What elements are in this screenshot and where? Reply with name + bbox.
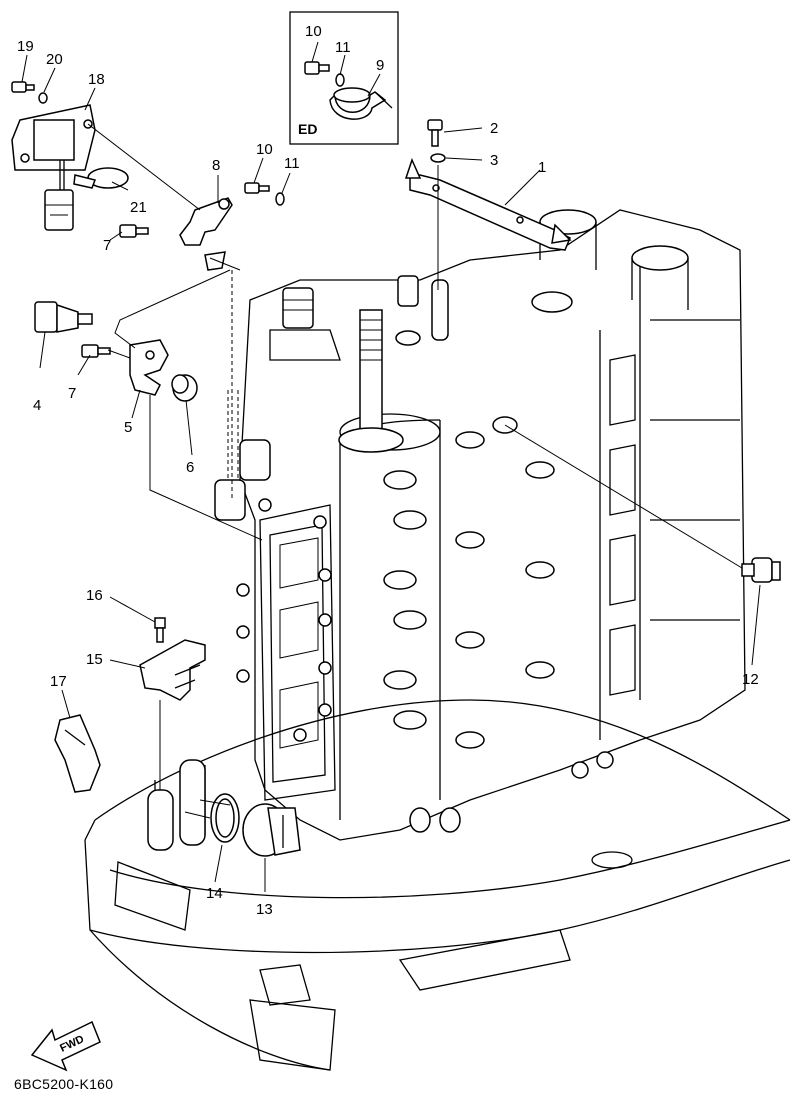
callout-21: 21 [130, 199, 147, 216]
connector-part-13 [242, 803, 301, 857]
oring-part-14 [210, 793, 240, 843]
leader-lines [21, 41, 761, 892]
callout-12: 12 [742, 671, 759, 688]
sensor-part-4 [34, 301, 93, 333]
fwd-arrow-icon: FWD [30, 1020, 101, 1072]
callout-13: 13 [256, 901, 273, 918]
callout-10-mid: 10 [256, 141, 273, 158]
callout-6: 6 [186, 459, 194, 476]
clip-part-17 [54, 714, 101, 793]
washer-part-3 [430, 153, 446, 163]
lower-cowling [84, 699, 791, 1071]
callout-7-upper: 7 [103, 237, 111, 254]
sensor-part-12 [741, 557, 781, 583]
callout-7-lower: 7 [68, 385, 76, 402]
callout-2: 2 [490, 120, 498, 137]
bolt-part-19 [11, 81, 35, 93]
bolt-part-7-lower [81, 344, 111, 358]
clamp-icon [329, 87, 393, 120]
callout-18: 18 [88, 71, 105, 88]
inset-box-label: ED [298, 121, 317, 137]
bolt-icon [304, 61, 330, 75]
drawing-code: 6BC5200-K160 [14, 1076, 114, 1092]
washer-part-20 [38, 92, 48, 104]
strap-part-21 [73, 167, 129, 189]
callout-15: 15 [86, 651, 103, 668]
callout-11-box: 11 [335, 39, 351, 56]
bracket-part-5 [129, 339, 169, 396]
callout-1: 1 [538, 159, 546, 176]
washer-icon [335, 73, 345, 87]
callout-8: 8 [212, 157, 220, 174]
callout-11-mid: 11 [284, 155, 300, 172]
engine-block [214, 209, 746, 841]
callout-14: 14 [206, 885, 223, 902]
callout-10-box: 10 [305, 23, 322, 40]
callout-17: 17 [50, 673, 67, 690]
bolt-part-10 [244, 182, 270, 194]
bracket-part-8 [179, 197, 233, 271]
washer-part-11 [275, 192, 285, 206]
bolt-part-7-upper [119, 224, 149, 238]
callout-20: 20 [46, 51, 63, 68]
callout-4: 4 [33, 397, 41, 414]
inset-box-ed: ED [289, 11, 399, 145]
callout-3: 3 [490, 152, 498, 169]
callout-9: 9 [376, 57, 384, 74]
callout-19: 19 [17, 38, 34, 55]
bolt-part-2 [427, 119, 443, 147]
grommet-part-6 [171, 374, 198, 402]
bracket-part-15 [139, 639, 206, 701]
bracket-part-1 [404, 157, 572, 251]
callout-labels: 19 20 18 21 8 10 11 7 4 7 5 6 10 11 9 2 … [17, 23, 759, 918]
callout-5: 5 [124, 419, 132, 436]
callout-16: 16 [86, 587, 103, 604]
bolt-part-16 [154, 617, 166, 643]
module-part-18 [11, 104, 96, 231]
